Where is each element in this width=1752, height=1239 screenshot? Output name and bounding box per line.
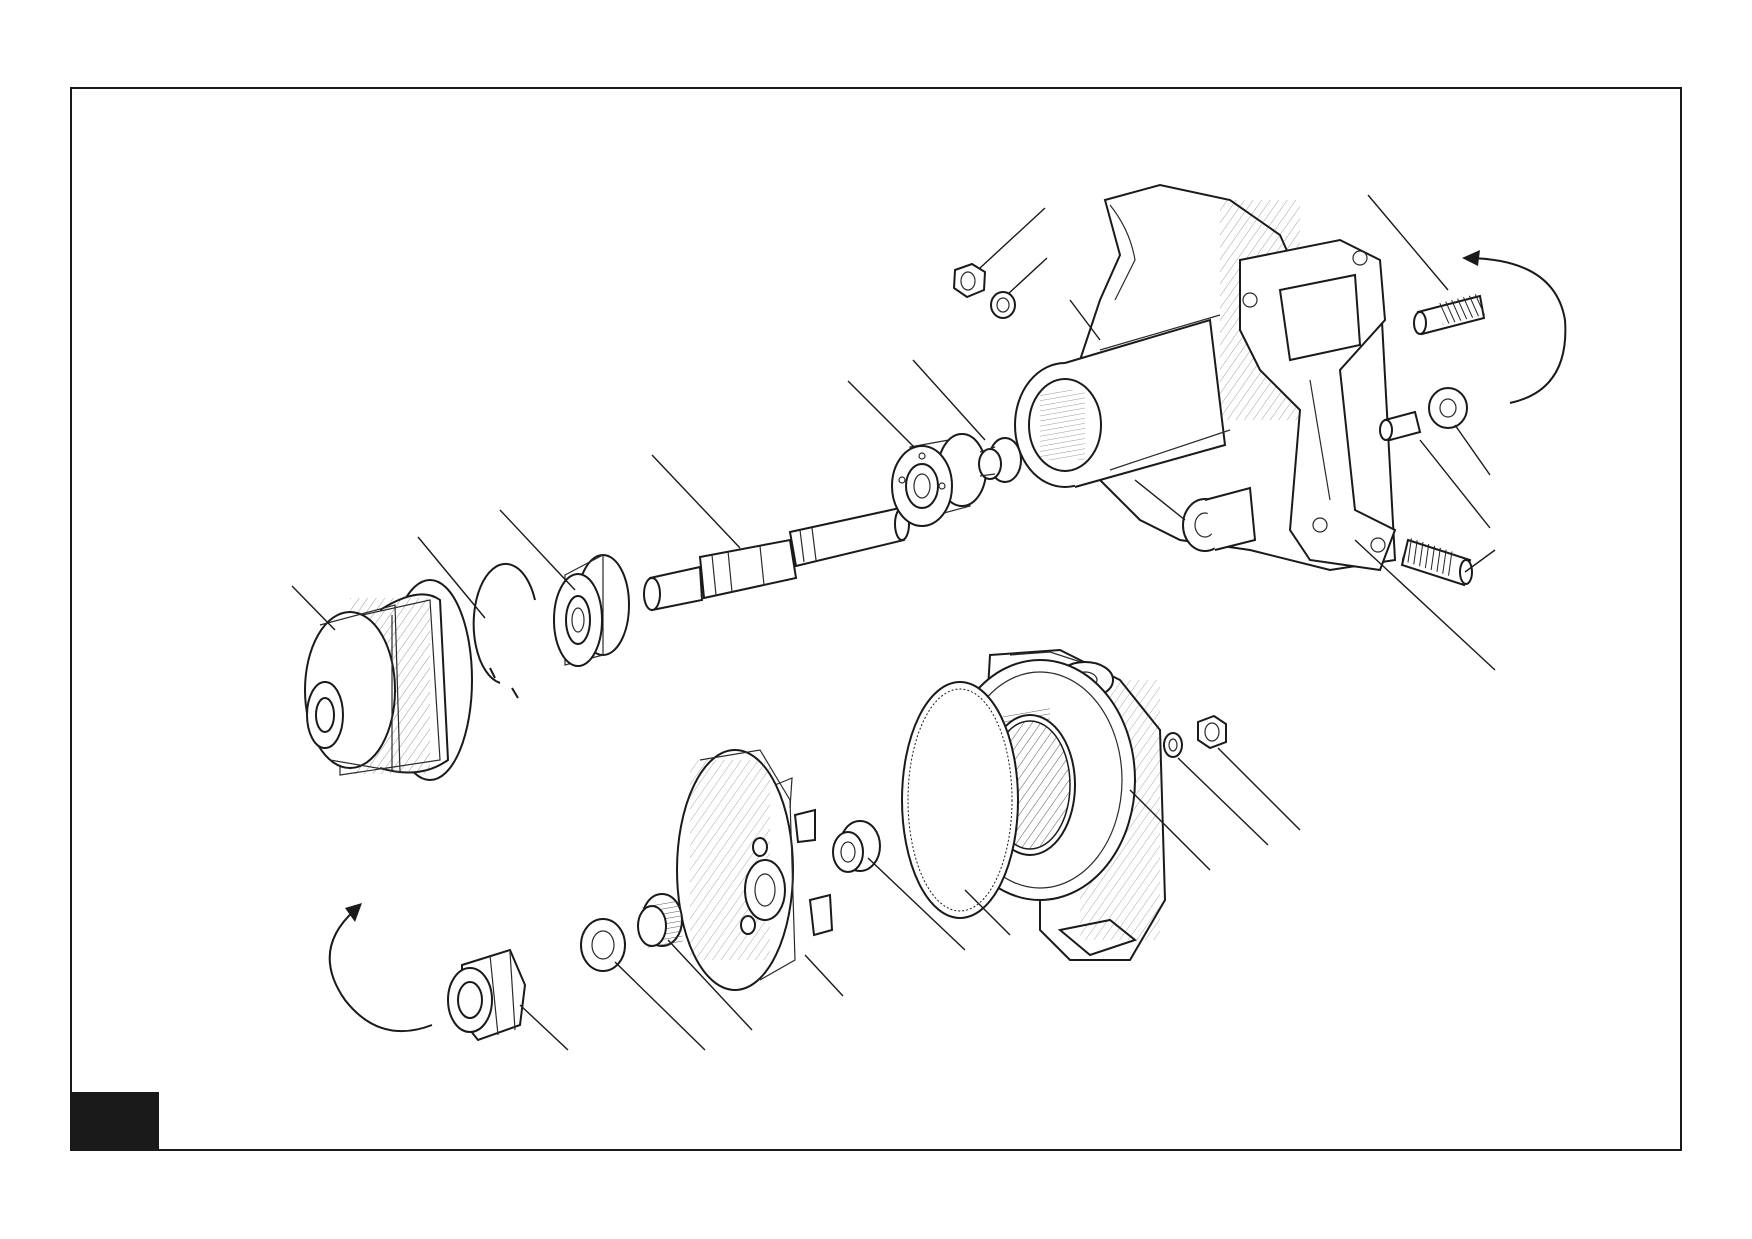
spring-washer-top [990,291,1016,319]
corner-tab [71,1092,159,1150]
inner-ball-bearing [891,433,987,527]
circlip [472,562,536,699]
drive-nut [447,948,527,1042]
stud-top [1413,293,1486,336]
outer-ball-bearing [553,554,630,667]
pump-shaft [643,506,910,612]
nut-top [952,262,987,299]
spacer-ring [580,918,626,972]
dowel-sleeve [1379,410,1422,442]
seal-bush [978,437,1022,483]
taper-bearing [637,893,683,950]
pulley-hub [304,579,473,781]
leader-lines [291,194,1496,1051]
page-border [70,87,1682,1151]
o-ring [901,681,1019,919]
nut-bottom [1197,714,1227,750]
rotation-arrow-bottom [328,903,433,1033]
impeller-seal [832,820,881,873]
plain-washer [1428,387,1468,429]
impeller [676,749,834,991]
gasket [1239,238,1397,572]
spring-washer-bottom [1163,732,1183,758]
rotation-arrow-top [1462,250,1567,404]
stud-bottom [1400,537,1473,587]
